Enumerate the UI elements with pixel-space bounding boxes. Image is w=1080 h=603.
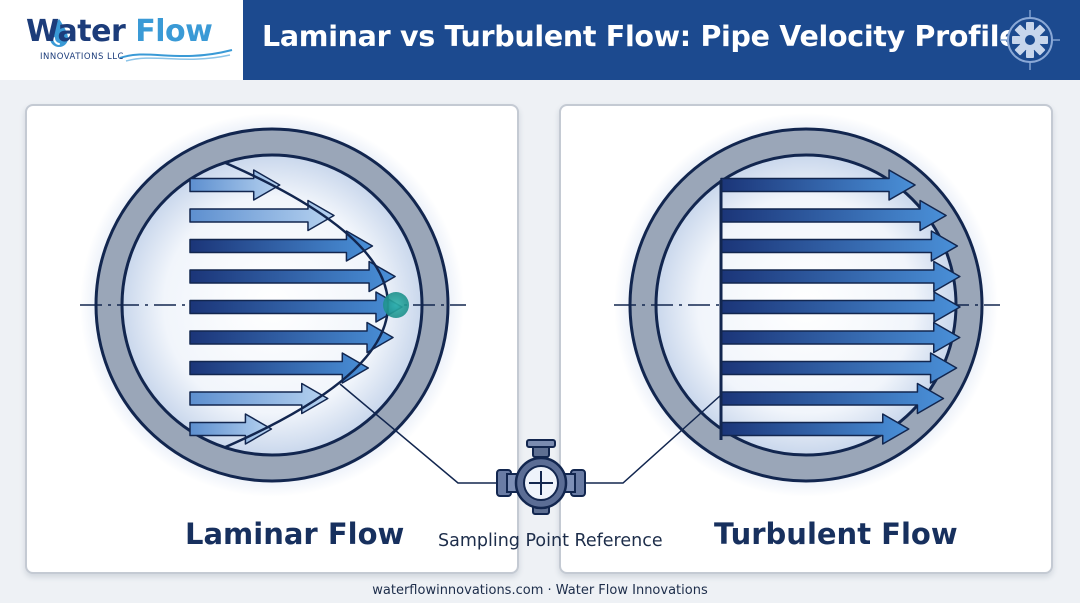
laminar-arrow [189, 352, 370, 384]
laminar-arrow [189, 321, 394, 354]
water-drop-icon [47, 16, 71, 50]
turbulent-arrow [720, 169, 916, 201]
laminar-peak-marker [383, 292, 409, 318]
logo-word-flow: Flow [135, 14, 213, 49]
turbulent-arrow [720, 260, 961, 293]
laminar-sampling-leader [339, 383, 505, 484]
wave-icon [119, 49, 233, 62]
gear-tooth [1026, 50, 1034, 58]
laminar-arrow [189, 199, 335, 232]
turbulent-arrow [720, 230, 959, 262]
logo-word-water: Water [26, 14, 126, 49]
laminar-arrow [189, 260, 396, 293]
sampling-valve-icon[interactable] [496, 439, 586, 515]
gear-tooth [1040, 36, 1048, 44]
turbulent-flow-label: Turbulent Flow [714, 517, 958, 551]
turbulent-arrow [720, 413, 910, 445]
gear-icon[interactable] [1000, 10, 1060, 70]
turbulent-arrow [720, 199, 947, 232]
page-title: Laminar vs Turbulent Flow: Pipe Velocity… [262, 20, 1035, 53]
laminar-arrow [189, 230, 374, 262]
gear-tooth [1026, 22, 1034, 30]
turbulent-arrow [720, 382, 945, 415]
turbulent-arrow [720, 291, 961, 323]
header-bar [243, 0, 1080, 80]
sampling-point-label: Sampling Point Reference [438, 531, 663, 551]
logo-wordmark: Water Flow [26, 14, 213, 49]
turbulent-arrow [720, 321, 961, 354]
logo-subtitle: INNOVATIONS LLC [40, 52, 124, 62]
turbulent-sampling-leader [577, 394, 722, 484]
logo: Water Flow INNOVATIONS LLC [0, 0, 243, 80]
footer-text: waterflowinnovations.com · Water Flow In… [372, 583, 708, 598]
laminar-flow-label: Laminar Flow [185, 517, 405, 551]
laminar-arrow [189, 382, 329, 415]
gear-tooth [1012, 36, 1020, 44]
turbulent-arrow [720, 352, 958, 384]
turbulent-arrows [720, 169, 961, 445]
